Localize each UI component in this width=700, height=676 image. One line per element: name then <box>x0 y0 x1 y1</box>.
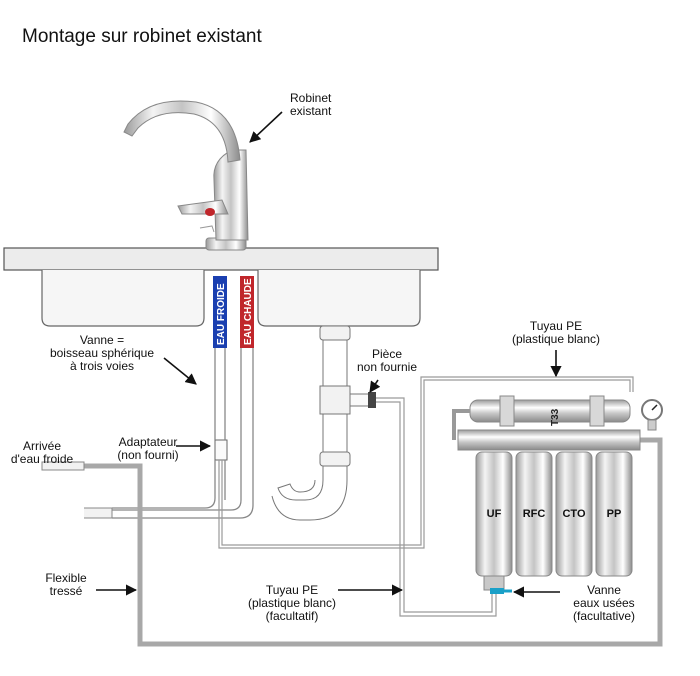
label-cart-uf: UF <box>487 508 502 520</box>
braided-flexible <box>42 437 663 647</box>
label-arrivee: Arrivée d'eau froide <box>4 440 80 466</box>
label-flexible-line1: Flexible <box>45 571 87 585</box>
filter-system <box>452 395 663 594</box>
hot-hose-lower <box>112 348 254 519</box>
label-eau-chaude: EAU CHAUDE <box>243 278 254 345</box>
sink-basin-right <box>257 270 421 327</box>
arrow-robinet <box>249 111 283 143</box>
label-tuyau-bottom-line2: (plastique blanc) <box>247 596 337 610</box>
label-t33: T33 <box>550 408 561 426</box>
label-cart-rfc: RFC <box>523 508 546 520</box>
label-eau-froide: EAU FROIDE <box>216 283 227 345</box>
label-tuyau-bottom-line1: Tuyau PE <box>265 583 319 597</box>
label-vanne-eaux: Vanne eaux usées (facultative) <box>560 584 648 623</box>
label-vanne-line3: à trois voies <box>69 359 135 373</box>
label-flexible: Flexible tressé <box>36 572 96 598</box>
countertop <box>3 247 439 271</box>
label-robinet-line2: existant <box>290 104 332 118</box>
label-piece: Pièce non fournie <box>350 348 424 374</box>
drain-pe-tube <box>376 397 497 617</box>
label-vanne-eaux-line2: eaux usées <box>573 596 635 610</box>
label-arrivee-line2: d'eau froide <box>10 452 74 466</box>
hot-water-hose <box>240 276 254 348</box>
label-adaptateur-line1: Adaptateur <box>118 435 178 449</box>
sink-basin-left <box>41 270 205 327</box>
label-robinet: Robinet existant <box>290 92 331 118</box>
label-tuyau-top-line1: Tuyau PE <box>529 319 583 333</box>
label-vanne-line2: boisseau sphérique <box>49 346 155 360</box>
diagram-title: Montage sur robinet existant <box>22 26 262 47</box>
label-cart-pp: PP <box>607 508 622 520</box>
cold-hose-lower <box>214 348 226 440</box>
label-vanne: Vanne = boisseau sphérique à trois voies <box>40 334 164 373</box>
label-tuyau-top-line2: (plastique blanc) <box>511 332 601 346</box>
valve-fitting <box>214 439 228 461</box>
label-adaptateur-line2: (non fourni) <box>117 448 179 462</box>
label-tuyau-top: Tuyau PE (plastique blanc) <box>500 320 612 346</box>
arrow-piece <box>369 379 381 393</box>
label-adaptateur: Adaptateur (non fourni) <box>112 436 184 462</box>
drain-siphon <box>271 325 497 617</box>
label-flexible-line2: tressé <box>49 584 83 598</box>
label-robinet-line1: Robinet <box>290 91 332 105</box>
label-arrivee-line1: Arrivée <box>22 439 61 453</box>
label-vanne-line1: Vanne = <box>79 333 125 347</box>
arrow-vanne <box>163 357 197 385</box>
label-cart-cto: CTO <box>562 508 585 520</box>
faucet <box>123 100 249 251</box>
label-vanne-eaux-line1: Vanne <box>587 583 621 597</box>
label-vanne-eaux-line3: (facultative) <box>572 609 636 623</box>
label-piece-line1: Pièce <box>371 347 403 361</box>
pe-tube-top <box>218 379 631 549</box>
label-tuyau-bottom: Tuyau PE (plastique blanc) (facultatif) <box>240 584 344 623</box>
label-piece-line2: non fournie <box>356 360 418 374</box>
label-tuyau-bottom-line3: (facultatif) <box>265 609 319 623</box>
cold-water-hose <box>213 276 227 348</box>
